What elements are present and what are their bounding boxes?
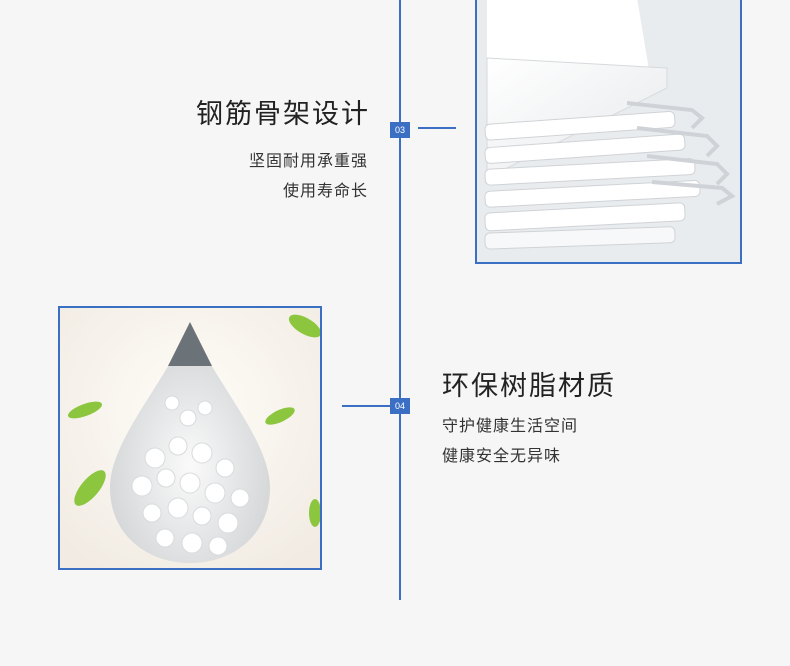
feature-desc-line: 健康安全无异味 [442, 446, 562, 465]
feature-desc-line: 守护健康生活空间 [442, 416, 579, 435]
step-marker-03: 03 [390, 122, 410, 138]
feature-desc-line: 使用寿命长 [282, 181, 368, 200]
feature-desc-03: 坚固耐用承重强 使用寿命长 [249, 146, 368, 206]
connector-03 [418, 127, 456, 129]
steel-frame-photo [475, 0, 742, 264]
resin-pellets-photo [58, 306, 322, 570]
step-marker-04: 04 [390, 398, 410, 414]
connector-04 [342, 405, 390, 407]
water-drop-illustration [60, 308, 320, 568]
feature-desc-04: 守护健康生活空间 健康安全无异味 [442, 411, 578, 471]
feature-desc-line: 坚固耐用承重强 [248, 151, 368, 170]
stacked-sheets-illustration [477, 0, 740, 262]
feature-title-03: 钢筋骨架设计 [196, 99, 370, 130]
feature-title-04: 环保树脂材质 [442, 371, 616, 402]
timeline-line [399, 0, 401, 600]
